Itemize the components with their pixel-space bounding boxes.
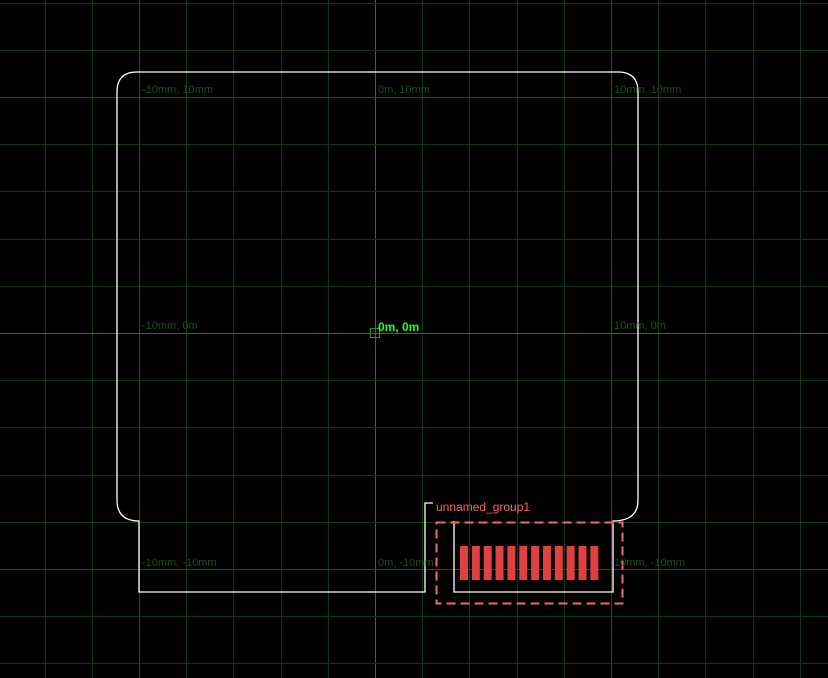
coord-label: 0m, 10mm [378, 84, 430, 96]
group-label[interactable]: unnamed_group1 [436, 500, 531, 514]
coord-label: 10mm, -10mm [614, 557, 685, 569]
smt-pad[interactable] [483, 546, 492, 580]
smt-pad[interactable] [507, 546, 516, 580]
coord-label: 0m, -10mm [378, 557, 434, 569]
smt-pad[interactable] [471, 546, 480, 580]
smt-pad[interactable] [519, 546, 528, 580]
board-outline [116, 71, 639, 593]
smt-pad[interactable] [460, 546, 468, 580]
coord-label: 10mm, 10mm [614, 84, 682, 96]
smt-pad[interactable] [578, 546, 587, 580]
coord-label: 10mm, 0m [614, 320, 666, 332]
pads [460, 546, 599, 580]
smt-pad[interactable] [495, 546, 504, 580]
group-selection-box[interactable] [435, 521, 624, 605]
smt-pad[interactable] [566, 546, 575, 580]
coord-label: -10mm, 10mm [142, 84, 213, 96]
origin-label: 0m, 0m [378, 320, 420, 334]
smt-pad[interactable] [531, 546, 540, 580]
coord-label: -10mm, 0m [142, 320, 198, 332]
origin-marker [370, 328, 380, 338]
smt-pad[interactable] [590, 546, 599, 580]
smt-pad[interactable] [542, 546, 551, 580]
smt-pad[interactable] [554, 546, 563, 580]
coord-label: -10mm, -10mm [142, 557, 217, 569]
